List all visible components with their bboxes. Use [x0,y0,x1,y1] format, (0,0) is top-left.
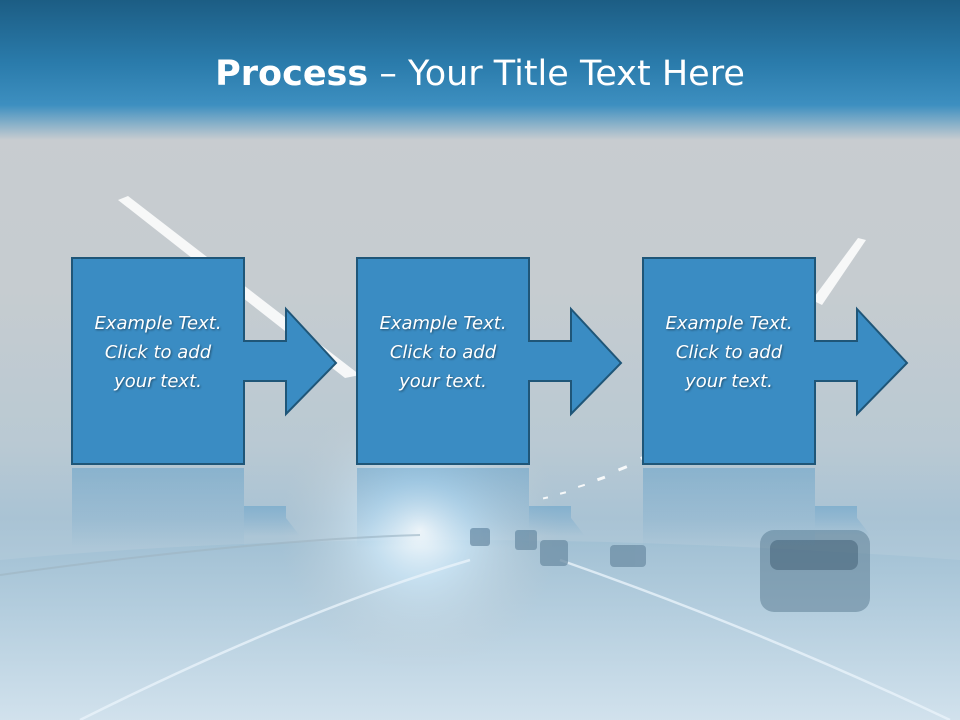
step-text-line: Example Text. [665,313,793,334]
process-arrow-shape [642,257,909,465]
process-arrow-shape [71,257,338,465]
title-rest: – Your Title Text Here [368,54,745,94]
step-text: Example Text. Click to add your text. [360,309,526,396]
step-text-line: your text. [399,371,487,392]
process-step-3[interactable]: Example Text. Click to add your text. [642,257,960,471]
title-bold: Process [215,54,369,94]
step-text: Example Text. Click to add your text. [646,309,812,396]
step-text-line: Click to add [104,342,212,363]
step-text-line: Click to add [389,342,497,363]
shape-reflections [72,468,871,548]
process-step-2[interactable]: Example Text. Click to add your text. [356,257,716,471]
step-text-line: Example Text. [379,313,507,334]
step-text: Example Text. Click to add your text. [75,309,241,396]
step-text-line: Example Text. [94,313,222,334]
step-text-line: your text. [685,371,773,392]
slide-title[interactable]: Process – Your Title Text Here [0,52,960,96]
process-step-1[interactable]: Example Text. Click to add your text. [71,257,431,471]
title-bar [0,0,960,140]
step-text-line: your text. [114,371,202,392]
process-arrow-shape [356,257,623,465]
step-text-line: Click to add [675,342,783,363]
